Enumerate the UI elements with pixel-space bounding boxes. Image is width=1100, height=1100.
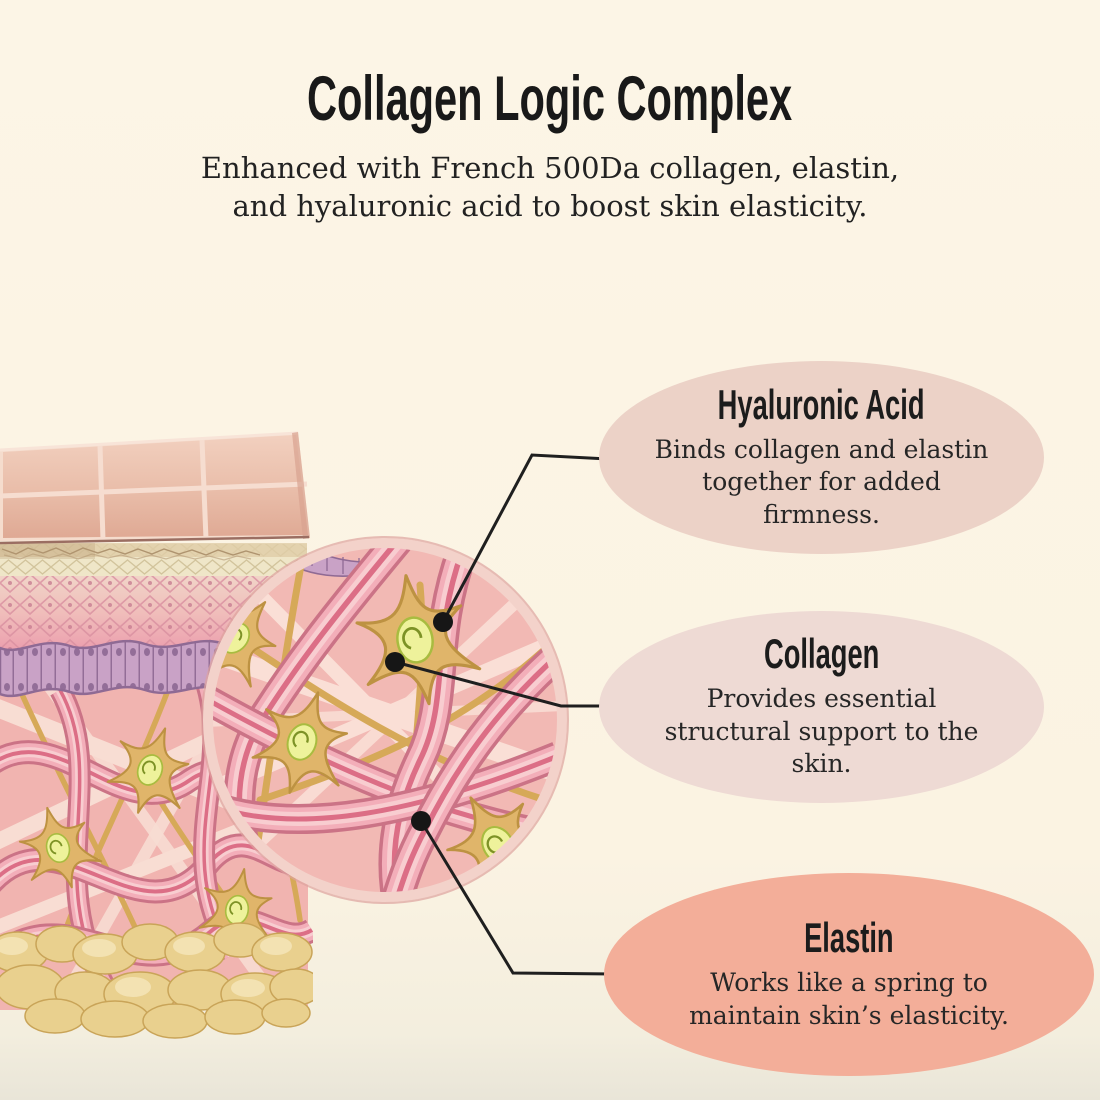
callout-hyaluronic-acid: Hyaluronic Acid Binds collagen and elast… — [599, 361, 1044, 554]
connector-elastin — [419, 820, 615, 976]
cream-cell-layer — [0, 543, 307, 576]
connector-hyaluronic-acid — [441, 453, 609, 623]
callout-collagen-body: Provides essential structural support to… — [664, 684, 979, 779]
subtitle-line-1: Enhanced with French 500Da collagen, ela… — [200, 151, 900, 186]
magnifier-circle — [201, 536, 569, 904]
callout-elastin-title: Elastin — [804, 914, 894, 961]
fat-lobules — [0, 922, 313, 1039]
magnifier-rim — [203, 538, 567, 902]
marker-dot-elastin — [411, 811, 431, 831]
callout-elastin: Elastin Works like a spring to maintain … — [604, 873, 1094, 1076]
marker-dot-hyaluronic-acid — [433, 612, 453, 632]
callout-collagen: Collagen Provides essential structural s… — [599, 611, 1044, 803]
page-title: Collagen Logic Complex — [0, 66, 1100, 132]
connector-lines — [394, 453, 615, 976]
subtitle: Enhanced with French 500Da collagen, ela… — [0, 150, 1100, 225]
subtitle-line-2: and hyaluronic acid to boost skin elasti… — [232, 188, 868, 223]
marker-dot-collagen — [385, 652, 405, 672]
callout-elastin-body: Works like a spring to maintain skin’s e… — [689, 968, 1009, 1030]
page-title-text: Collagen Logic Complex — [307, 64, 793, 134]
connector-collagen — [394, 660, 613, 708]
callout-collagen-title: Collagen — [763, 630, 880, 678]
header: Collagen Logic Complex Enhanced with Fre… — [0, 66, 1100, 226]
callout-hyaluronic-acid-body: Binds collagen and elastin together for … — [654, 434, 989, 529]
skin-surface-slab — [0, 431, 310, 545]
callout-hyaluronic-acid-title: Hyaluronic Acid — [718, 380, 925, 428]
marker-dots — [385, 612, 453, 831]
